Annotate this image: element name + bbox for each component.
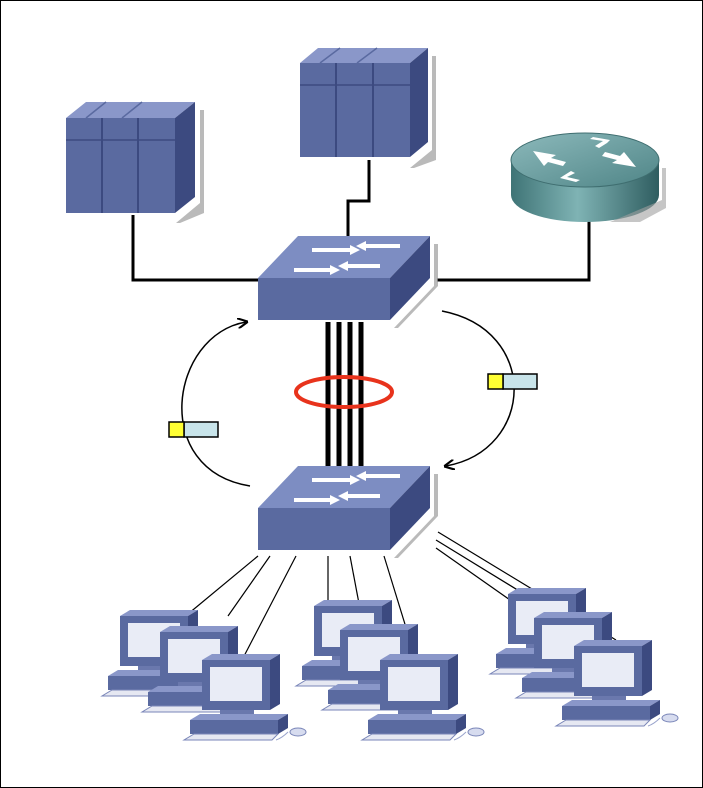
server-center-icon xyxy=(300,47,436,168)
switch-access-icon xyxy=(258,466,438,558)
frame-icon-left xyxy=(168,421,219,438)
trunk-links xyxy=(325,322,364,468)
router-icon xyxy=(510,132,666,222)
link-server-left xyxy=(131,215,260,282)
link-server-center xyxy=(346,160,371,238)
switch-core-icon xyxy=(258,236,438,328)
link-router xyxy=(437,220,591,282)
frame-icon-right xyxy=(487,373,538,390)
flow-arrow-left xyxy=(181,322,251,487)
server-left-icon xyxy=(66,101,204,223)
bundle-marker-ellipse xyxy=(294,375,394,409)
uplink-lines xyxy=(131,160,591,282)
